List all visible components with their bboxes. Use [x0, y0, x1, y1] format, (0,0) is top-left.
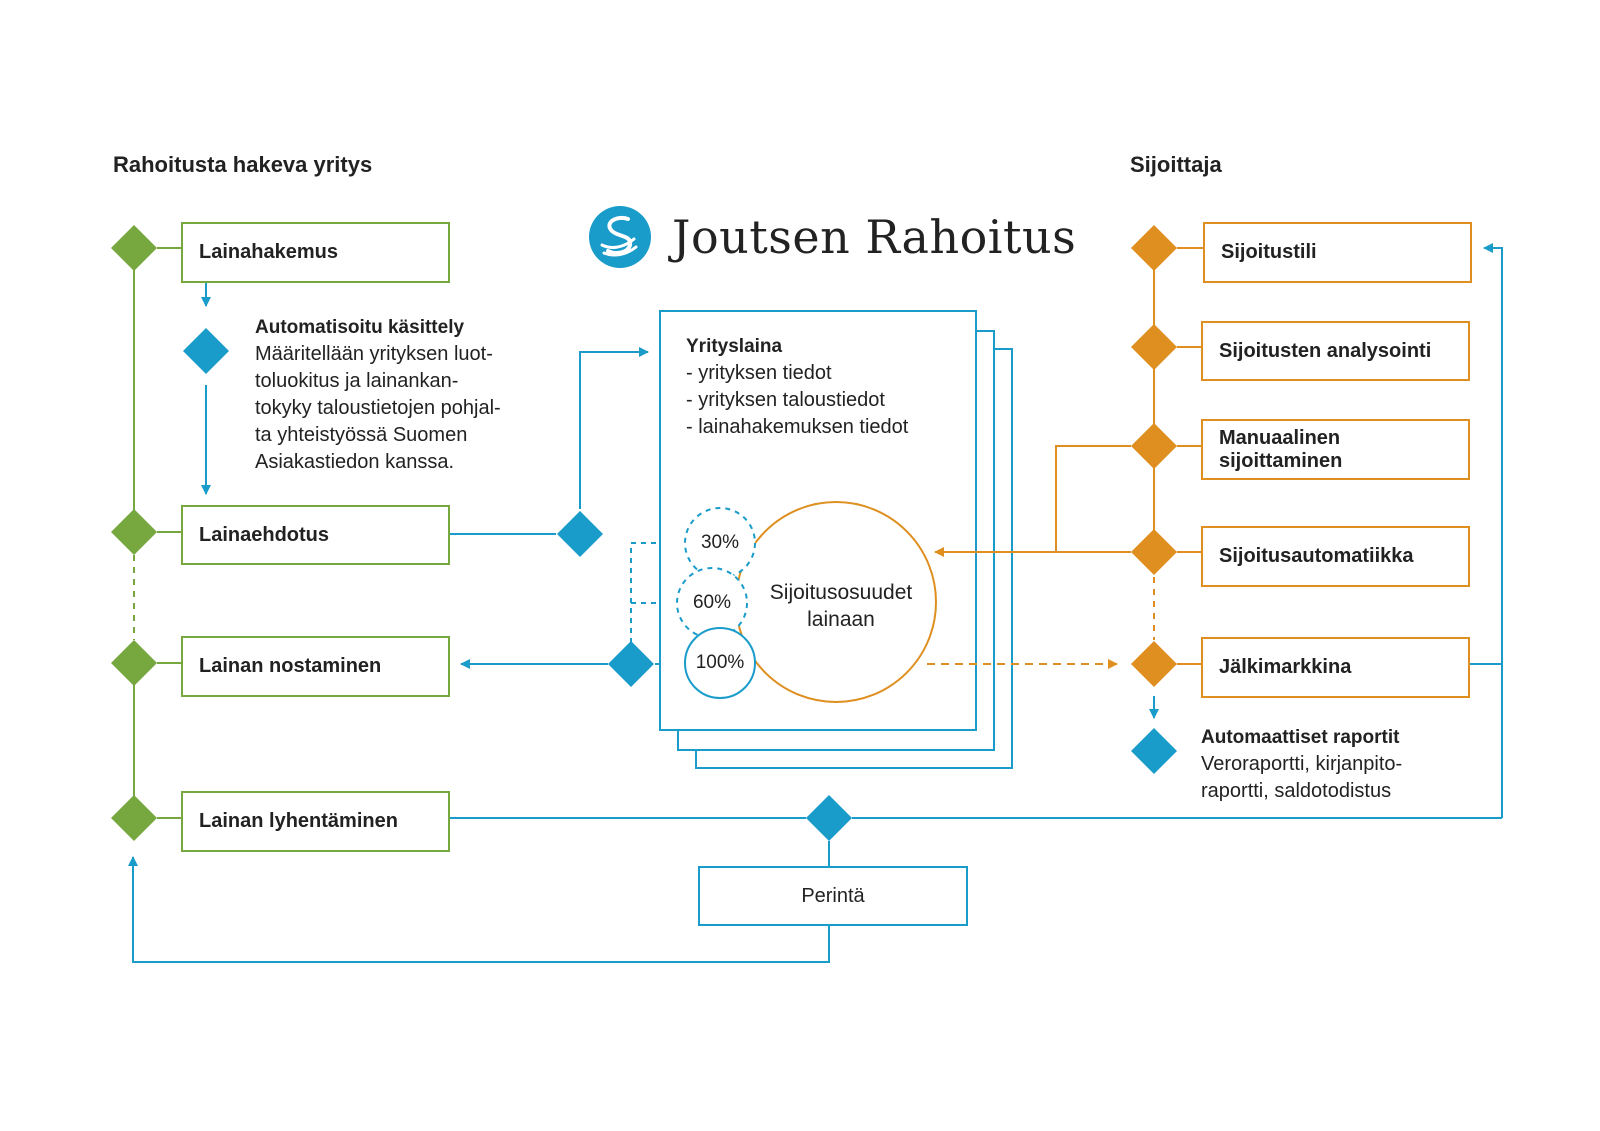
reports-title: Automaattiset raportit: [1201, 727, 1400, 748]
threshold-100-circle: [684, 627, 756, 699]
automatic-reports: Automaattiset raportit Veroraportti, kir…: [1201, 724, 1501, 805]
analysis-box: Sijoitusten analysointi: [1201, 321, 1470, 381]
diamond-offer-link: [557, 511, 603, 557]
investor-diamonds: [1131, 225, 1177, 687]
threshold-60-label: 60%: [692, 592, 732, 613]
collection-box: Perintä: [698, 866, 968, 926]
automated-line: Määritellään yrityksen luot-: [255, 343, 493, 365]
offer-box: Lainaehdotus: [181, 505, 450, 565]
brand-name: Joutsen Rahoitus: [672, 210, 1077, 264]
automated-line: Asiakastiedon kanssa.: [255, 451, 455, 473]
brand: Joutsen Rahoitus: [588, 205, 1076, 269]
diamond-analysis: [1131, 324, 1177, 370]
reports-line: raportti, saldotodistus: [1201, 780, 1392, 802]
diamond-automated: [183, 328, 229, 374]
secondary-market-box: Jälkimarkkina: [1201, 637, 1470, 698]
investor-heading: Sijoittaja: [1130, 152, 1222, 177]
swan-logo-icon: [589, 206, 651, 268]
automated-processing: Automatisoitu käsittely Määritellään yri…: [255, 314, 565, 476]
application-box: Lainahakemus: [181, 222, 450, 283]
repayment-box: Lainan lyhentäminen: [181, 791, 450, 852]
diamond-drawdown-link: [608, 641, 654, 687]
manual-box: Manuaalinen sijoittaminen: [1201, 419, 1470, 480]
account-box: Sijoitustili: [1203, 222, 1472, 283]
diamond-account: [1131, 225, 1177, 271]
diamond-reports: [1131, 728, 1177, 774]
diamond-application: [111, 225, 157, 271]
loan-document-item: - yrityksen taloustiedot: [686, 389, 885, 411]
drawdown-box: Lainan nostaminen: [181, 636, 450, 697]
loan-document-item: - yrityksen tiedot: [686, 362, 832, 384]
loan-document: Yrityslaina - yrityksen tiedot - yrityks…: [686, 333, 966, 441]
diamond-manual: [1131, 423, 1177, 469]
diamond-automation: [1131, 529, 1177, 575]
diamond-secondary: [1131, 641, 1177, 687]
diamond-repayment-link: [806, 795, 852, 841]
automated-title: Automatisoitu käsittely: [255, 317, 465, 338]
threshold-100-label: 100%: [695, 652, 745, 673]
company-spine: [133, 247, 181, 819]
automation-box: Sijoitusautomatiikka: [1201, 526, 1470, 587]
investment-circle-label: Sijoitusosuudet lainaan: [769, 581, 913, 631]
company-heading: Rahoitusta hakeva yritys: [113, 152, 373, 177]
loan-document-item: - lainahakemuksen tiedot: [686, 416, 909, 438]
diamond-offer: [111, 509, 157, 555]
diamond-repayment: [111, 795, 157, 841]
automated-line: toluokitus ja lainankan-: [255, 370, 459, 392]
automated-line: tokyky taloustietojen pohjal-: [255, 397, 501, 419]
reports-line: Veroraportti, kirjanpito-: [1201, 753, 1403, 775]
company-diamonds: [111, 225, 157, 841]
diamond-drawdown: [111, 640, 157, 686]
process-diamonds: [183, 328, 1177, 841]
automated-line: ta yhteistyössä Suomen: [255, 424, 468, 446]
threshold-30-label: 30%: [700, 532, 740, 553]
loan-document-title: Yrityslaina: [686, 336, 783, 357]
